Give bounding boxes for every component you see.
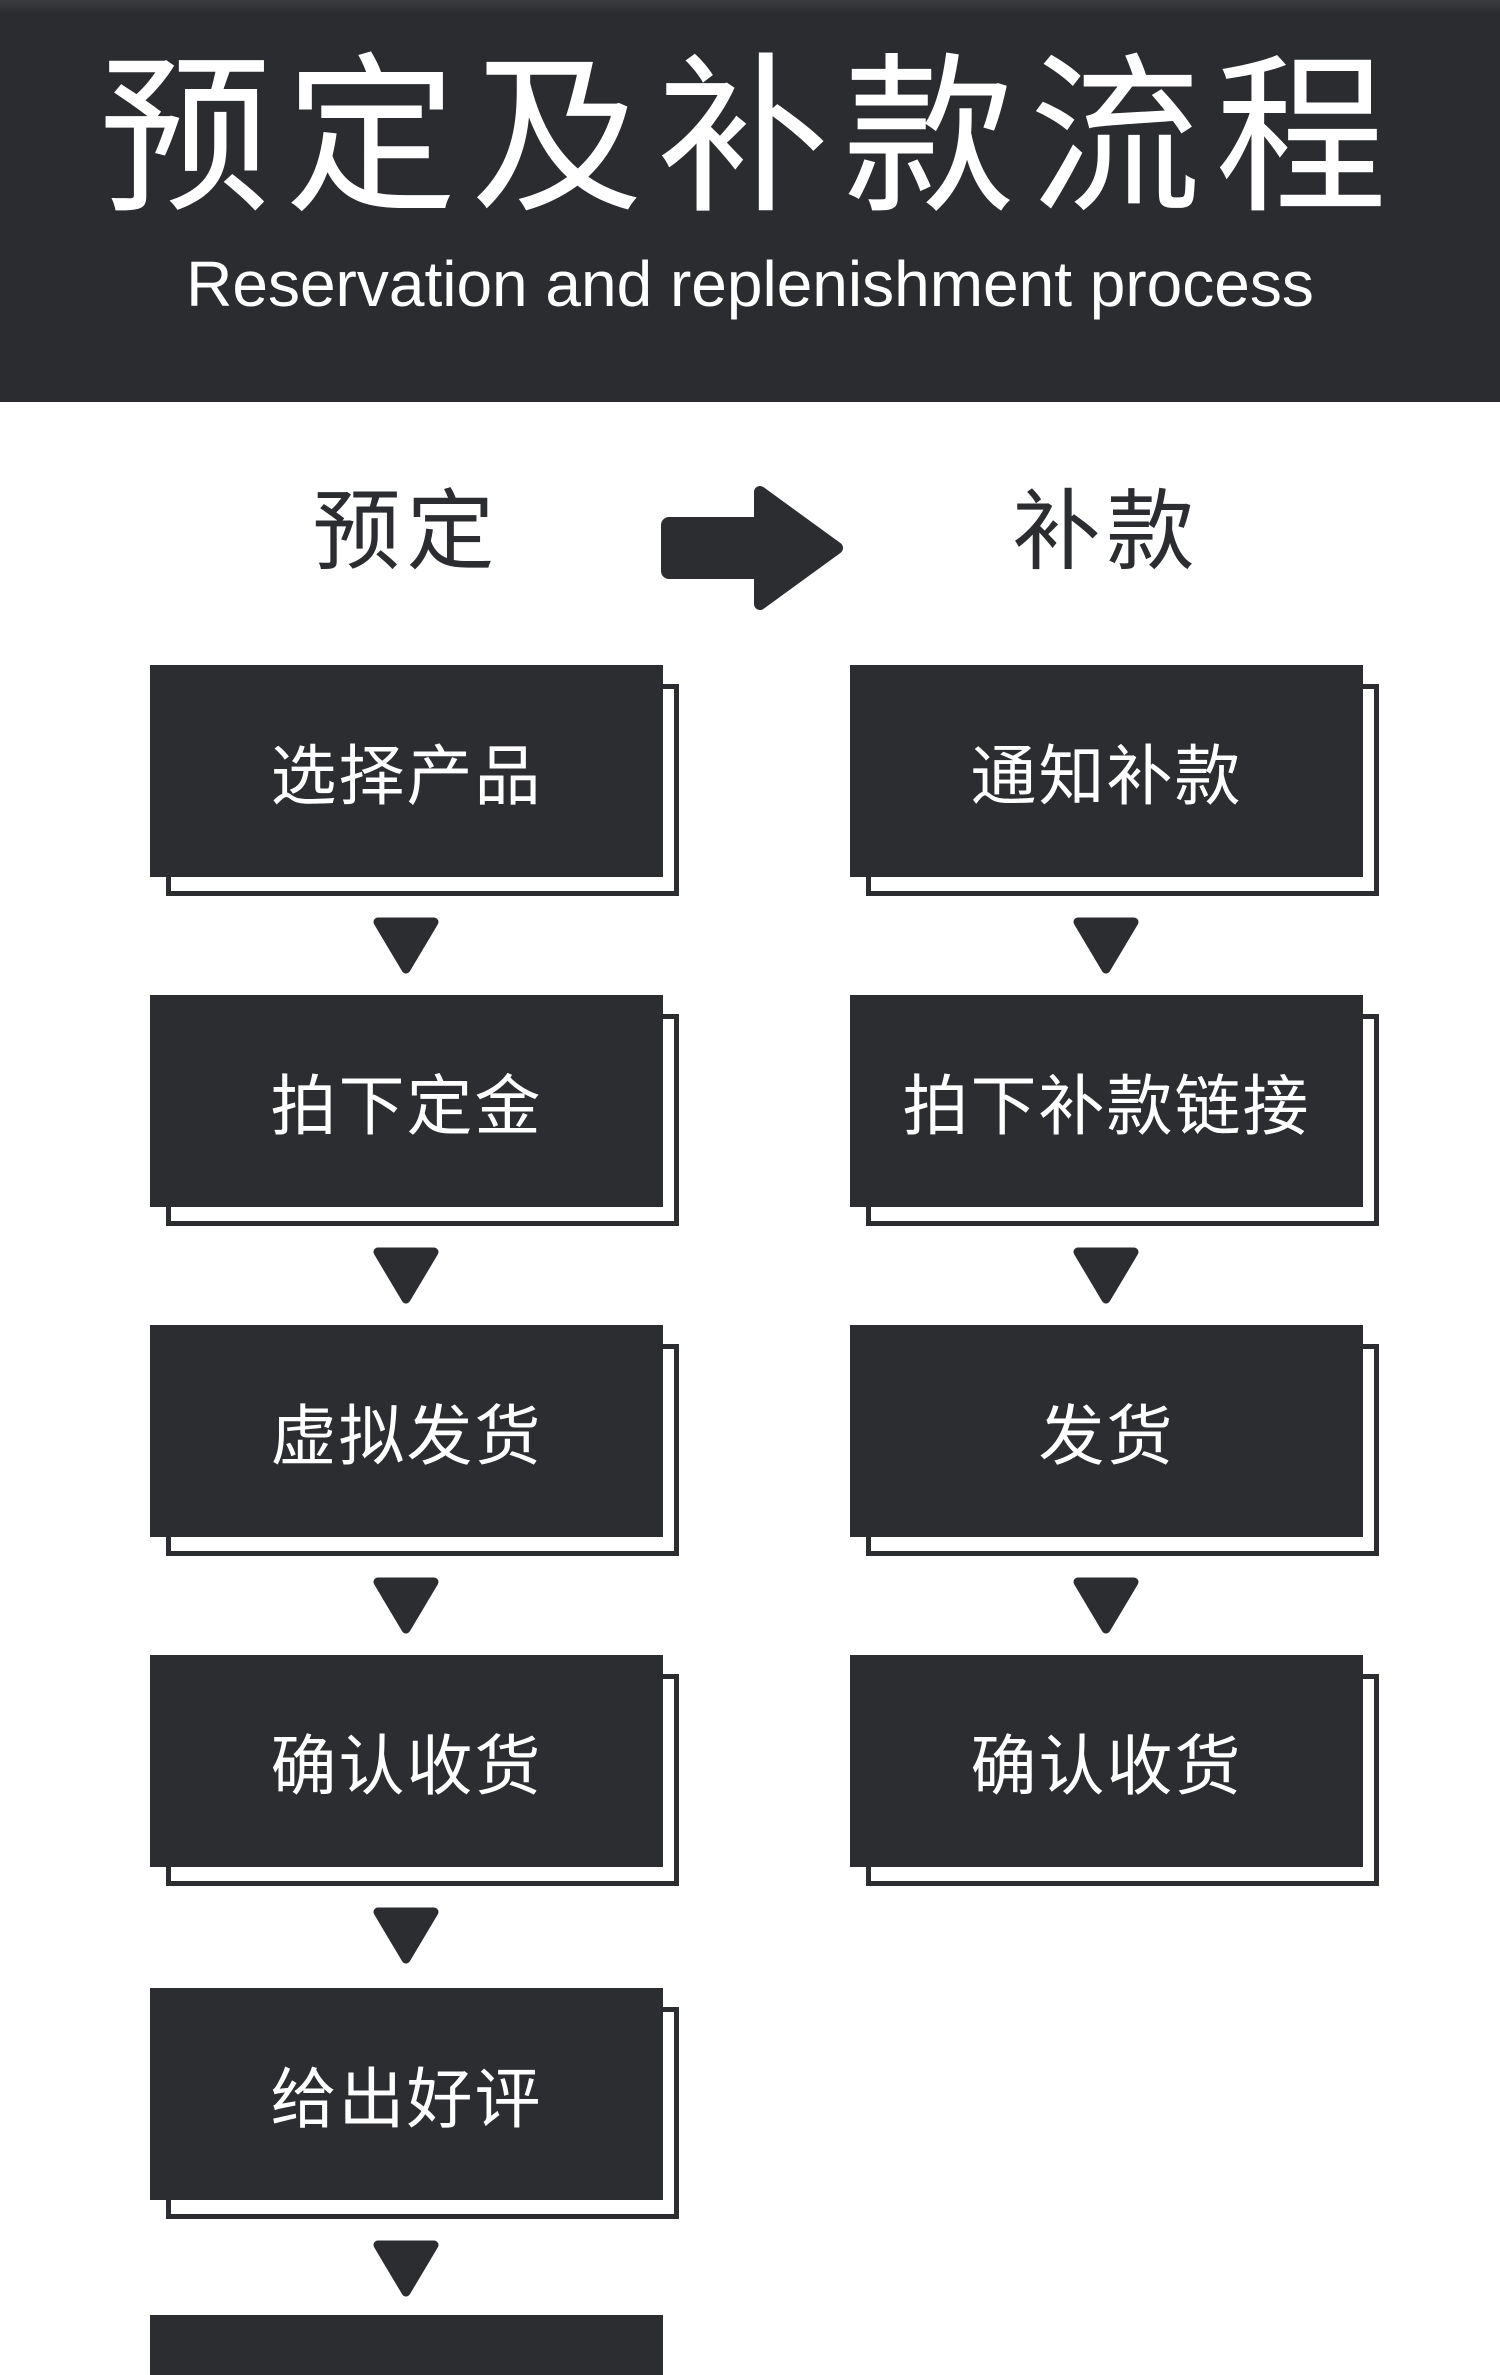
step-box: 确认收货 (150, 1655, 679, 1886)
step-label: 虚拟发货 (270, 1399, 543, 1473)
down-triangle-icon (373, 1247, 439, 1304)
column-header-replenishment: 补款 (1012, 482, 1201, 581)
down-triangle-icon (373, 1577, 439, 1634)
step-label: 拍下补款链接 (902, 1069, 1311, 1143)
step-box: 发货 (850, 1325, 1379, 1556)
down-triangle-icon (1073, 1577, 1139, 1634)
down-triangle-icon (1073, 917, 1139, 974)
right-arrow-icon (661, 486, 843, 610)
step-box: 给出好评 (150, 1988, 679, 2219)
step-box: 虚拟发货 (150, 1325, 679, 1556)
down-triangle-icon (373, 2240, 439, 2297)
step-label: 选择产品 (270, 739, 543, 813)
step-label: 确认收货 (270, 1729, 543, 1803)
header-banner: 预定及补款流程 Reservation and replenishment pr… (0, 0, 1500, 402)
page-title: 预定及补款流程 (99, 42, 1401, 234)
step-box: 选择产品 (150, 665, 679, 896)
down-triangle-icon (373, 1907, 439, 1964)
step-box: 通知补款 (850, 665, 1379, 896)
step-label: 通知补款 (970, 739, 1243, 813)
step-label: 发货 (1038, 1399, 1175, 1473)
step-label: 拍下定金 (270, 1069, 543, 1143)
column-header-reservation: 预定 (312, 482, 501, 581)
step-box: 拍下补款链接 (850, 995, 1379, 1226)
down-triangle-icon (1073, 1247, 1139, 1304)
page-subtitle: Reservation and replenishment process (186, 248, 1314, 320)
step-label: 给出好评 (270, 2062, 543, 2136)
down-triangle-icon (373, 917, 439, 974)
step-label: 确认收货 (970, 1729, 1243, 1803)
step-box: 拍下定金 (150, 995, 679, 1226)
partial-next-step-box (150, 2315, 663, 2375)
step-box: 确认收货 (850, 1655, 1379, 1886)
